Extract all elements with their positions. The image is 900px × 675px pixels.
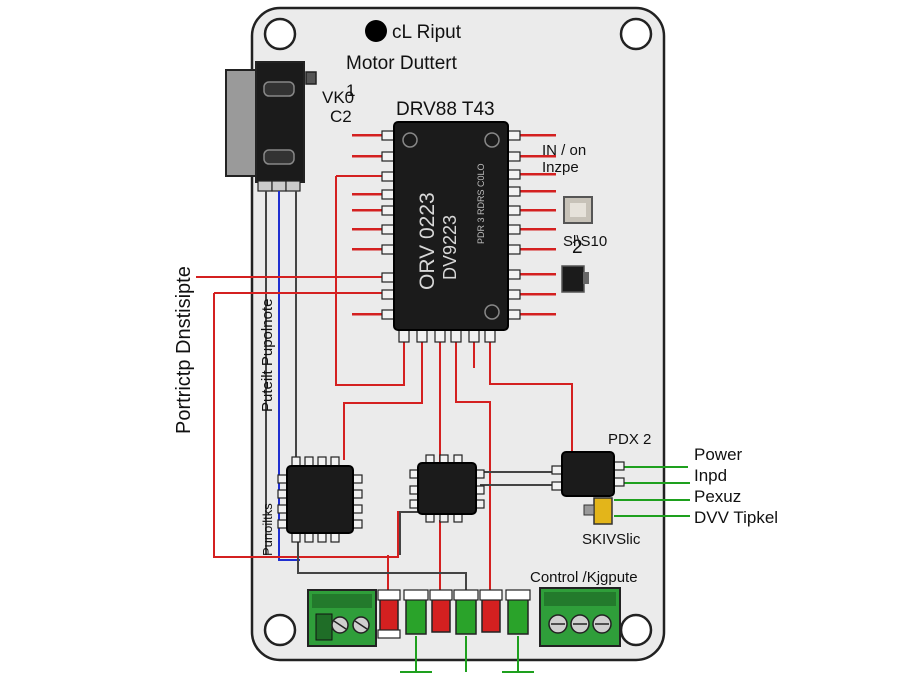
output-label-dvv: DVV Tipkel (694, 508, 778, 527)
indicator-dot (365, 20, 387, 42)
main-ic-marking-2: DV9223 (440, 215, 460, 280)
mount-hole-top-left (263, 17, 297, 51)
mount-hole-top-right (619, 17, 653, 51)
output-label-inpd: Inpd (694, 466, 727, 485)
bottom-components-row (377, 589, 531, 639)
main-ic-pins-left (352, 130, 395, 320)
output-label-pexuz: Pexuz (694, 487, 741, 506)
transistor-component (561, 265, 585, 293)
top-label: cL Riput (392, 22, 462, 43)
terminal-block-left (307, 589, 377, 647)
left-lower-vertical-label: Punoiltks (260, 503, 275, 556)
terminal-right-label: Control /Kjgpute (530, 569, 638, 586)
lower-left-ic (286, 465, 354, 534)
wire-group (196, 175, 690, 673)
driver-ic-label: PDX 2 (608, 431, 651, 448)
left-inner-vertical-label: Puteilt Pupolnote (259, 299, 276, 412)
component-label: Sl\S10 (563, 233, 607, 250)
middle-ic (417, 462, 477, 515)
main-ic-marking-1: ORV 0223 (416, 192, 439, 290)
left-outer-vertical-label: Portrictp Dnstisipte (173, 266, 195, 434)
driver-sub-label: SKIVSlic (582, 531, 641, 548)
capacitor-component (593, 497, 613, 525)
connector-label-2: C2 (330, 107, 352, 126)
mount-hole-bottom-right (619, 613, 653, 647)
mount-hole-bottom-left (263, 613, 297, 647)
connector-label-1: VK0 (322, 88, 354, 107)
main-ic-logo-marking: PDR 3 RDRS C0LO (476, 163, 486, 244)
main-ic-pins-right (507, 130, 556, 320)
driver-ic (561, 451, 615, 497)
main-ic-chip (393, 121, 509, 331)
terminal-block-right (539, 587, 621, 647)
component-label-num: 2 (572, 237, 583, 258)
connector-label-1b: 1 (346, 81, 355, 100)
main-ic-header-label: DRV88 T43 (396, 99, 495, 120)
pin-label-1: IN / on (542, 142, 586, 159)
board-title: Motor Duttert (346, 53, 458, 74)
output-label-power: Power (694, 445, 743, 464)
pin-label-2: Inzpe (542, 159, 579, 176)
main-ic-pins-bottom (398, 329, 496, 343)
